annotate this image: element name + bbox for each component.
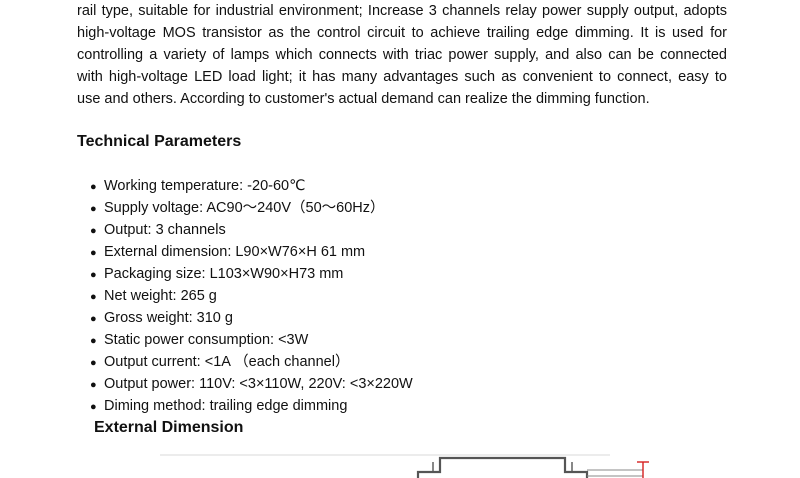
bullet-icon: ●: [90, 357, 97, 369]
parameter-text: Output power: 110V: <3×110W, 220V: <3×22…: [104, 376, 413, 392]
parameter-item: ● Output power: 110V: <3×110W, 220V: <3×2…: [90, 373, 413, 395]
parameter-text: Gross weight: 310 g: [104, 310, 233, 326]
external-dimension-drawing: [160, 454, 649, 478]
parameter-item: ● Packaging size: L103×W90×H73 mm: [90, 263, 413, 285]
bullet-icon: ●: [90, 203, 97, 215]
external-dimension-heading: External Dimension: [94, 419, 244, 436]
bullet-icon: ●: [90, 269, 97, 281]
technical-parameters-list: ● Working temperature: -20-60℃ ● Supply vo…: [90, 175, 413, 417]
description-line: high-voltage MOS transistor as the contr…: [77, 25, 727, 41]
parameter-item: ● Supply voltage: AC90～240V（50～60Hz）: [90, 197, 413, 219]
parameter-text: External dimension: L90×W76×H 61 mm: [104, 244, 366, 260]
parameter-item: ● Output current: <1A （each channel）: [90, 351, 413, 373]
bullet-icon: ●: [90, 225, 97, 237]
parameter-text: Output: 3 channels: [104, 222, 226, 238]
parameter-text: Diming method: trailing edge dimming: [104, 398, 348, 414]
bullet-icon: ●: [90, 247, 97, 259]
bullet-icon: ●: [90, 401, 97, 413]
parameter-text: Static power consumption: <3W: [104, 332, 309, 348]
parameter-item: ● Static power consumption: <3W: [90, 329, 413, 351]
parameter-text: Output current: <1A （each channel）: [104, 354, 350, 370]
parameter-text: Packaging size: L103×W90×H73 mm: [104, 266, 344, 282]
enclosure-outline: [416, 456, 589, 478]
bullet-icon: ●: [90, 291, 97, 303]
bullet-icon: ●: [90, 335, 97, 347]
technical-parameters-heading: Technical Parameters: [77, 133, 242, 150]
rail-clip-outline: [587, 469, 643, 477]
parameter-item: ● Working temperature: -20-60℃: [90, 175, 413, 197]
parameter-text: Net weight: 265 g: [104, 288, 217, 304]
bullet-icon: ●: [90, 313, 97, 325]
parameter-text: Working temperature: -20-60℃: [104, 178, 306, 194]
parameter-item: ● Gross weight: 310 g: [90, 307, 413, 329]
product-description: rail type, suitable for industrial envir…: [77, 0, 727, 110]
parameter-item: ● Output: 3 channels: [90, 219, 413, 241]
bullet-icon: ●: [90, 379, 97, 391]
parameter-text: Supply voltage: AC90～240V（50～60Hz）: [104, 200, 385, 216]
description-line: use and others. According to customer's …: [77, 91, 650, 107]
bullet-icon: ●: [90, 181, 97, 193]
description-line: rail type, suitable for industrial envir…: [77, 3, 727, 19]
parameter-item: ● Net weight: 265 g: [90, 285, 413, 307]
parameter-item: ● External dimension: L90×W76×H 61 mm: [90, 241, 413, 263]
parameter-item: ● Diming method: trailing edge dimming: [90, 395, 413, 417]
description-line: with high-voltage LED load light; it has…: [77, 69, 727, 85]
description-line: controlling a variety of lamps which con…: [77, 47, 727, 63]
